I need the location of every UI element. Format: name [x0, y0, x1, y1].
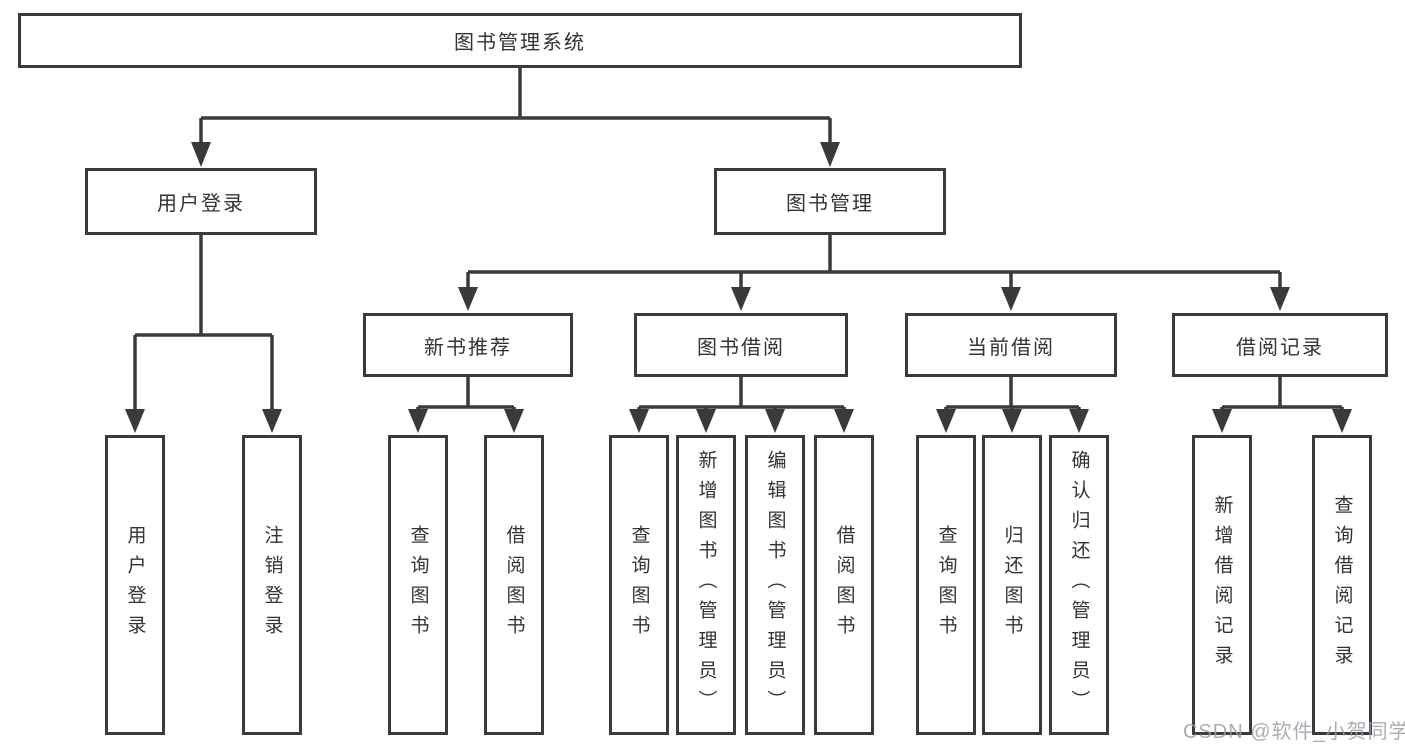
node-new-book-recommend: 新书推荐: [363, 313, 573, 377]
leaf-bb-query-books-label: 查询图书: [628, 525, 650, 645]
leaf-br-add-record-label: 新增借阅记录: [1211, 495, 1233, 675]
leaf-br-query-record-label: 查询借阅记录: [1331, 495, 1353, 675]
leaf-cb-confirm-return-admin: 确认归还（管理员）: [1049, 435, 1109, 735]
leaf-nb-borrow-books: 借阅图书: [484, 435, 544, 735]
connector-book-management: [458, 235, 1290, 311]
connector-borrow-records: [1212, 377, 1352, 433]
node-book-borrow: 图书借阅: [634, 313, 848, 377]
node-book-management: 图书管理: [714, 168, 946, 235]
connector-new-books: [408, 377, 524, 433]
watermark: CSDN @软件_小贺同学: [1183, 721, 1405, 743]
node-current-borrow-label: 当前借阅: [967, 336, 1055, 359]
leaf-logout-label: 注销登录: [261, 525, 283, 645]
connector-root: [191, 68, 840, 167]
node-borrow-records-label: 借阅记录: [1236, 336, 1324, 359]
leaf-br-add-record: 新增借阅记录: [1192, 435, 1252, 735]
leaf-bb-borrow-books: 借阅图书: [814, 435, 874, 735]
leaf-bb-edit-books-admin: 编辑图书（管理员）: [745, 435, 805, 735]
connector-current-borrow: [936, 377, 1089, 433]
leaf-logout: 注销登录: [242, 435, 302, 735]
leaf-bb-borrow-books-label: 借阅图书: [833, 525, 855, 645]
leaf-nb-query-books: 查询图书: [388, 435, 448, 735]
leaf-bb-edit-books-admin-label: 编辑图书（管理员）: [764, 450, 786, 720]
leaf-bb-add-books-admin-label: 新增图书（管理员）: [695, 450, 717, 720]
node-user-login-label: 用户登录: [157, 193, 245, 215]
node-new-book-recommend-label: 新书推荐: [424, 336, 512, 359]
connector-user-login: [125, 235, 282, 433]
leaf-br-query-record: 查询借阅记录: [1312, 435, 1372, 735]
leaf-bb-query-books: 查询图书: [609, 435, 669, 735]
node-user-login: 用户登录: [85, 168, 317, 235]
leaf-cb-return-books-label: 归还图书: [1001, 525, 1023, 645]
leaf-nb-borrow-books-label: 借阅图书: [503, 525, 525, 645]
node-book-management-label: 图书管理: [786, 193, 874, 215]
node-root: 图书管理系统: [18, 13, 1022, 68]
node-borrow-records: 借阅记录: [1172, 313, 1388, 377]
leaf-cb-query-books: 查询图书: [916, 435, 976, 735]
leaf-user-login: 用户登录: [105, 435, 165, 735]
node-current-borrow: 当前借阅: [905, 313, 1117, 377]
node-root-label: 图书管理系统: [454, 32, 586, 54]
leaf-cb-query-books-label: 查询图书: [935, 525, 957, 645]
leaf-bb-add-books-admin: 新增图书（管理员）: [676, 435, 736, 735]
node-book-borrow-label: 图书借阅: [697, 336, 785, 359]
leaf-cb-confirm-return-admin-label: 确认归还（管理员）: [1068, 450, 1090, 720]
connector-book-borrow: [629, 377, 854, 433]
leaf-cb-return-books: 归还图书: [982, 435, 1042, 735]
leaf-user-login-label: 用户登录: [124, 525, 146, 645]
leaf-nb-query-books-label: 查询图书: [407, 525, 429, 645]
